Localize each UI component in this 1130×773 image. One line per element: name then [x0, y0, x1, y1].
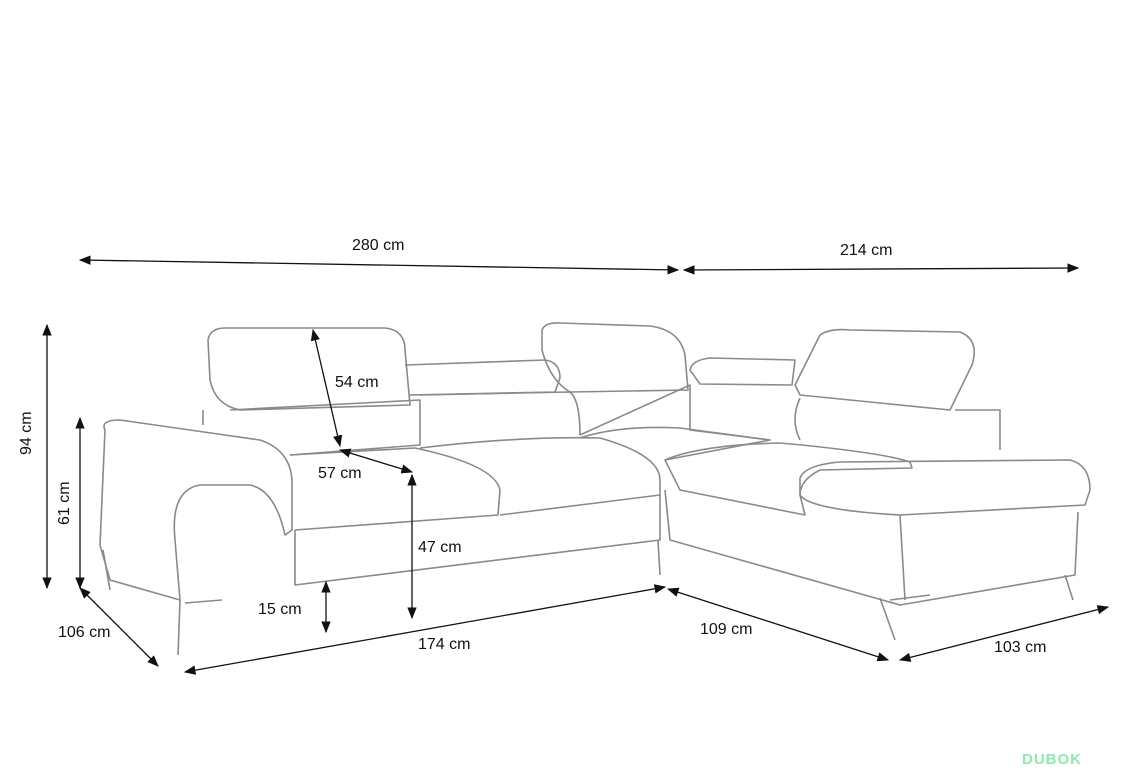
dim-106: 106 cm — [58, 624, 111, 641]
dim-214: 214 cm — [840, 242, 893, 259]
dim-47: 47 cm — [418, 539, 462, 556]
watermark-logo: DUBOK — [1022, 751, 1082, 768]
dimension-lines — [42, 255, 1110, 675]
dim-61: 61 cm — [56, 481, 73, 525]
dim-174: 174 cm — [418, 636, 471, 653]
dim-109: 109 cm — [700, 621, 753, 638]
dim-57: 57 cm — [318, 465, 362, 482]
dim-54: 54 cm — [335, 374, 379, 391]
dim-280: 280 cm — [352, 237, 405, 254]
sofa-outline — [99, 322, 1091, 656]
dim-103: 103 cm — [994, 639, 1047, 656]
dim-94: 94 cm — [18, 411, 35, 455]
dim-15: 15 cm — [258, 601, 302, 618]
